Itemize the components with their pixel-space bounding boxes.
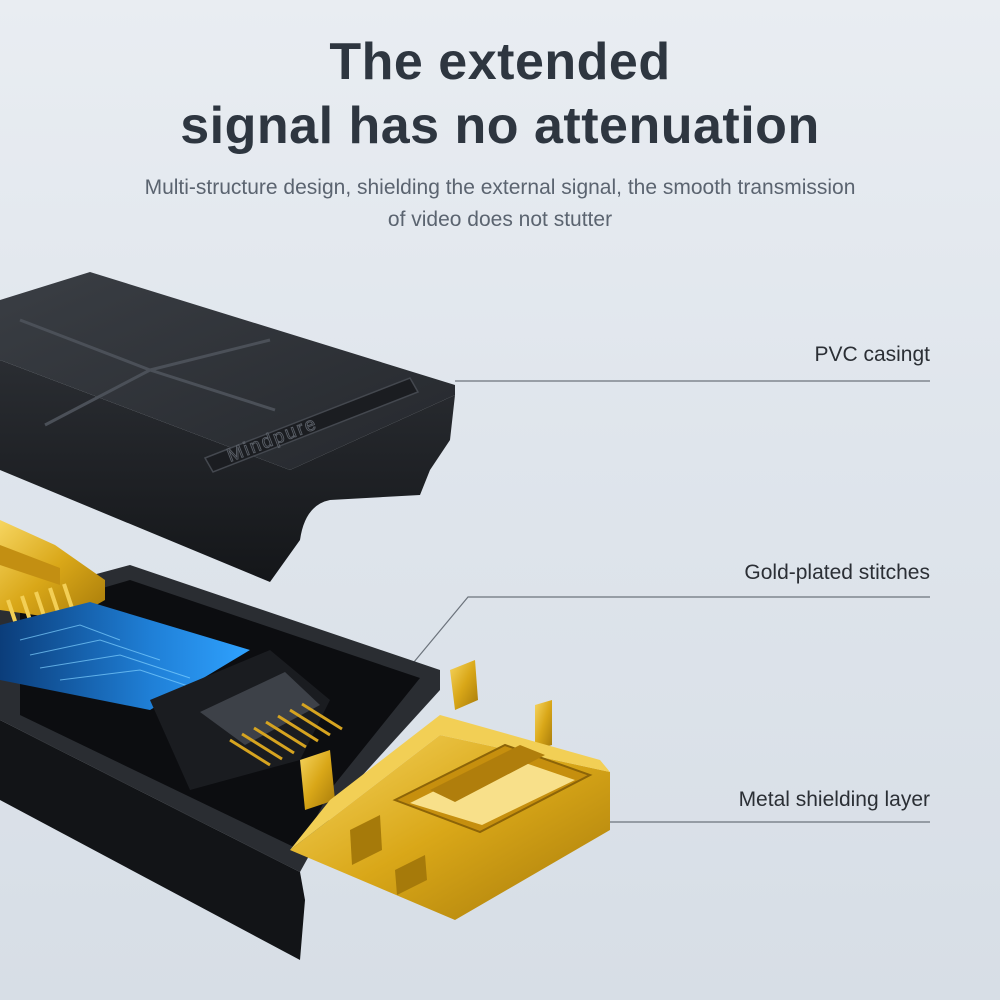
subtitle-line-1: Multi-structure design, shielding the ex…: [144, 176, 856, 199]
subtitle: Multi-structure design, shielding the ex…: [80, 172, 920, 236]
headline: The extended signal has no attenuation: [0, 30, 1000, 158]
headline-line-1: The extended: [329, 33, 671, 91]
callout-metal-shielding-layer: Metal shielding layer: [738, 788, 930, 811]
headline-line-2: signal has no attenuation: [180, 97, 820, 155]
pvc-casing: Mindpure: [0, 272, 455, 582]
callout-pvc-casing: PVC casingt: [814, 343, 930, 366]
callout-gold-plated-stitches: Gold-plated stitches: [744, 561, 930, 584]
subtitle-line-2: of video does not stutter: [387, 208, 613, 231]
gold-hdmi-connector: [290, 660, 610, 920]
blue-circuit-ribbon: [0, 602, 250, 710]
ribbon-connector: [150, 650, 343, 790]
